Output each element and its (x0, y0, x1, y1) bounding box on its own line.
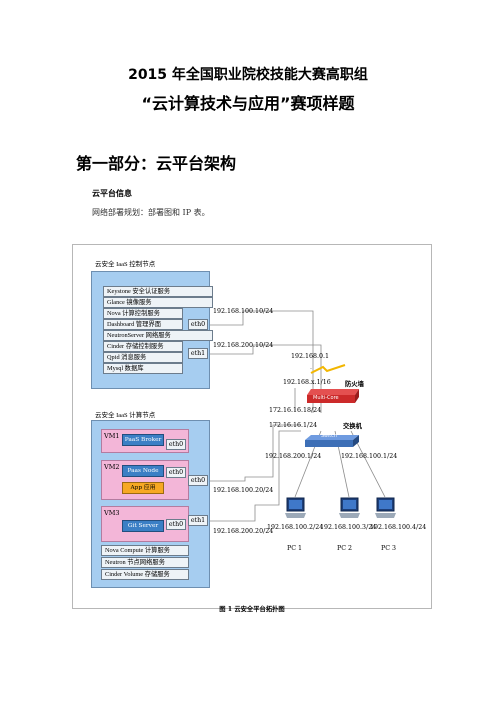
compute-service-2: Neutron 节点网络服务 (101, 557, 189, 568)
firewall-device: Multi-Core (307, 389, 359, 403)
compute-eth1-ip: 192.168.200.20/24 (213, 528, 274, 535)
lightning-icon (310, 364, 346, 374)
pc1-label: PC 1 (287, 545, 303, 552)
compute-service-1: Nova Compute 计算服务 (101, 545, 189, 556)
line-compute-eth1 (210, 430, 301, 522)
pc2-icon (339, 497, 361, 519)
vm2-label: VM2 (104, 463, 120, 471)
control-service-2: Glance 镜像服务 (103, 297, 213, 308)
vm2-app2: App 应用 (122, 482, 164, 494)
firewall-wan-ip: 192.168.x.1/16 (283, 379, 331, 386)
switch-icon (305, 435, 359, 447)
vm2: VM2 Paas Node App 应用 eth0 (101, 460, 189, 500)
pc2-label: PC 2 (337, 545, 353, 552)
switch-device: Switch (305, 434, 359, 447)
figure-caption: 图 1 云安全平台拓扑图 (219, 606, 285, 613)
vm3: VM3 Git Server eth0 (101, 506, 189, 542)
control-service-7: Qpid 消息服务 (103, 352, 183, 363)
vm2-eth0: eth0 (166, 467, 186, 478)
vm3-app: Git Server (122, 520, 164, 532)
line-compute-eth0 (210, 424, 301, 482)
computer-icon (339, 497, 360, 518)
control-service-6: Cinder 存储控制服务 (103, 341, 183, 352)
switch-brand: Switch (321, 434, 337, 439)
pc3-icon (375, 497, 397, 519)
control-eth0-ip: 192.168.100.10/24 (213, 308, 274, 315)
net100-ip: 192.168.100.1/24 (341, 453, 398, 460)
vm3-eth0: eth0 (166, 519, 186, 530)
line-control-eth0 (210, 310, 314, 413)
control-service-1: Keystone 安全认证服务 (103, 286, 213, 297)
firewall-label: 防火墙 (345, 381, 364, 388)
firewall-icon (307, 389, 359, 403)
compute-eth1: eth1 (188, 515, 208, 526)
net200-ip: 192.168.200.1/24 (265, 453, 322, 460)
pc3-label: PC 3 (381, 545, 397, 552)
compute-eth0-ip: 192.168.100.20/24 (213, 487, 274, 494)
control-service-5: NeutronServer 网络服务 (103, 330, 213, 341)
pc2-ip: 192.168.100.3/24 (320, 524, 377, 531)
control-service-8: Mysql 数据库 (103, 363, 183, 374)
vm1-app: PaaS Broker (122, 434, 164, 446)
section-intro: 网络部署规划：部署图和 IP 表。 (92, 208, 210, 217)
firewall-lan-ip: 172.16.16.18/24 (269, 407, 322, 414)
vm3-label: VM3 (104, 509, 120, 517)
compute-node-title: 云安全 IaaS 计算节点 (95, 412, 156, 419)
switch-ip: 172.16.16.1/24 (269, 422, 318, 429)
section-heading: 第一部分：云平台架构 (76, 154, 237, 173)
control-node-title: 云安全 IaaS 控制节点 (95, 261, 156, 268)
compute-service-3: Cinder Volume 存储服务 (101, 569, 189, 580)
compute-eth0: eth0 (188, 475, 208, 486)
switch-label: 交换机 (343, 423, 362, 430)
topology-figure: 云安全 IaaS 控制节点 Keystone 安全认证服务 Glance 镜像服… (72, 244, 432, 613)
pc1-ip: 192.168.100.2/24 (267, 524, 324, 531)
control-service-3: Nova 计算控制服务 (103, 308, 183, 319)
pc1-icon (285, 497, 307, 519)
control-eth1: eth1 (188, 348, 208, 359)
title-line-2: “云计算技术与应用”赛项样题 (141, 94, 355, 113)
vm2-app: Paas Node (122, 465, 164, 477)
section-subheading: 云平台信息 (92, 189, 132, 198)
control-service-4: Dashboard 管理界面 (103, 319, 183, 330)
title-line-1: 2015 年全国职业院校技能大赛高职组 (128, 67, 368, 83)
computer-icon (375, 497, 396, 518)
firewall-brand: Multi-Core (313, 395, 339, 401)
gateway-ip: 192.168.0.1 (291, 353, 330, 360)
vm1-eth0: eth0 (166, 439, 186, 450)
control-eth1-ip: 192.168.200.10/24 (213, 342, 274, 349)
vm1: VM1 PaaS Broker eth0 (101, 429, 189, 453)
vm1-label: VM1 (104, 432, 120, 440)
control-eth0: eth0 (188, 319, 208, 330)
computer-icon (285, 497, 306, 518)
pc3-ip: 192.168.100.4/24 (370, 524, 427, 531)
